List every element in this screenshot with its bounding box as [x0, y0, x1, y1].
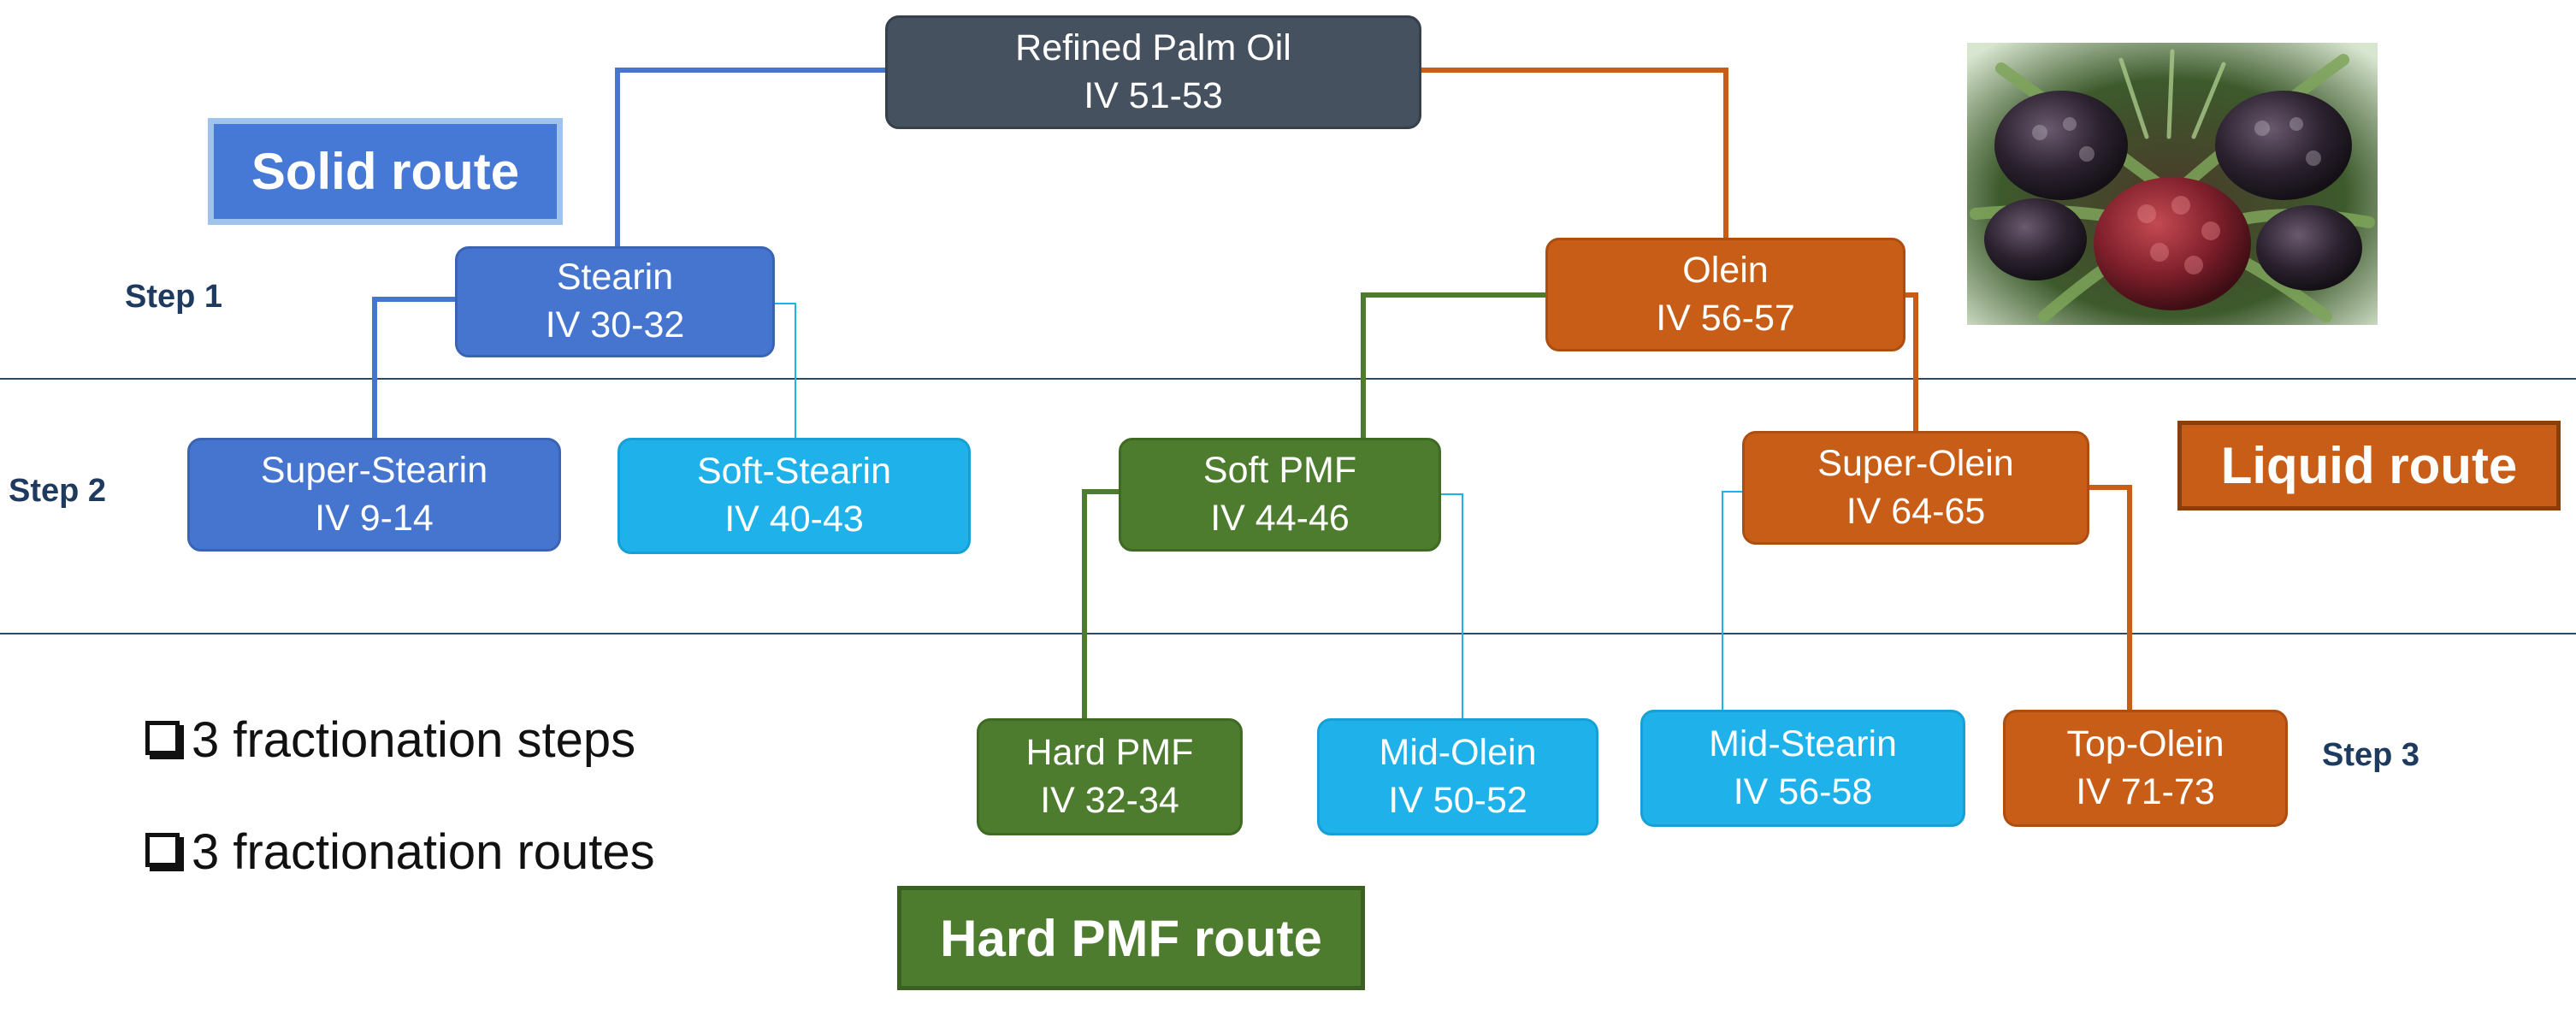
node-name: Super-Olein: [1817, 442, 2014, 484]
node-refined-palm-oil: Refined Palm Oil IV 51-53: [885, 15, 1421, 129]
palm-fruit-bunch-image: [1967, 43, 2378, 325]
connector-super-olein-to-top-olein: [2089, 485, 2132, 710]
node-iodine-value: IV 56-58: [1733, 770, 1873, 812]
node-iodine-value: IV 44-46: [1210, 497, 1350, 539]
connector-refined-to-olein: [1421, 68, 1728, 238]
connector-soft-pmf-to-hard-pmf: [1082, 489, 1119, 718]
node-name: Mid-Olein: [1379, 731, 1537, 773]
checkbox-bullet-icon: [145, 832, 180, 867]
step-1-label: Step 1: [125, 279, 223, 315]
connector-stearin-to-soft-stearin: [775, 303, 796, 438]
node-name: Stearin: [556, 257, 674, 298]
node-hard-pmf: Hard PMF IV 32-34: [977, 718, 1243, 835]
node-mid-olein: Mid-Olein IV 50-52: [1317, 718, 1598, 835]
checkbox-bullet-icon: [145, 720, 180, 755]
node-name: Top-Olein: [2066, 723, 2224, 764]
step-3-label: Step 3: [2322, 737, 2420, 773]
liquid-route-label: Liquid route: [2177, 421, 2561, 510]
node-iodine-value: IV 30-32: [545, 304, 685, 345]
node-iodine-value: IV 51-53: [1084, 74, 1223, 116]
node-name: Refined Palm Oil: [1015, 27, 1291, 68]
node-iodine-value: IV 50-52: [1388, 779, 1527, 821]
node-super-olein: Super-Olein IV 64-65: [1742, 431, 2089, 545]
node-name: Soft-Stearin: [696, 451, 892, 493]
bullet-fractionation-routes: 3 fractionation routes: [145, 823, 655, 881]
node-top-olein: Top-Olein IV 71-73: [2003, 710, 2288, 827]
bullet-text: 3 fractionation routes: [192, 824, 655, 880]
node-name: Super-Stearin: [260, 449, 488, 491]
node-stearin: Stearin IV 30-32: [455, 246, 775, 357]
connector-refined-to-stearin: [615, 68, 885, 246]
step-2-label: Step 2: [9, 473, 107, 509]
node-soft-stearin: Soft-Stearin IV 40-43: [617, 438, 971, 554]
node-soft-pmf: Soft PMF IV 44-46: [1119, 438, 1441, 552]
node-iodine-value: IV 71-73: [2076, 770, 2215, 812]
solid-route-label: Solid route: [208, 118, 563, 225]
connector-olein-to-super-olein: [1905, 292, 1918, 431]
node-super-stearin: Super-Stearin IV 9-14: [187, 438, 561, 552]
node-name: Hard PMF: [1025, 731, 1194, 773]
connector-super-olein-to-mid-stearin: [1722, 491, 1742, 710]
bullet-fractionation-steps: 3 fractionation steps: [145, 711, 635, 769]
bullet-text: 3 fractionation steps: [192, 712, 636, 768]
connector-stearin-to-super-stearin: [372, 297, 455, 438]
node-iodine-value: IV 9-14: [315, 497, 434, 539]
node-name: Olein: [1682, 249, 1769, 291]
node-iodine-value: IV 56-57: [1656, 297, 1795, 339]
node-iodine-value: IV 40-43: [724, 499, 864, 540]
node-name: Mid-Stearin: [1709, 723, 1897, 764]
node-iodine-value: IV 32-34: [1040, 779, 1179, 821]
node-name: Soft PMF: [1202, 449, 1357, 491]
node-iodine-value: IV 64-65: [1846, 490, 1986, 532]
node-mid-stearin: Mid-Stearin IV 56-58: [1640, 710, 1965, 827]
connector-olein-to-soft-pmf: [1361, 292, 1545, 438]
node-olein: Olein IV 56-57: [1545, 238, 1905, 351]
hard-pmf-route-label: Hard PMF route: [897, 886, 1365, 990]
connector-soft-pmf-to-mid-olein: [1441, 493, 1463, 718]
